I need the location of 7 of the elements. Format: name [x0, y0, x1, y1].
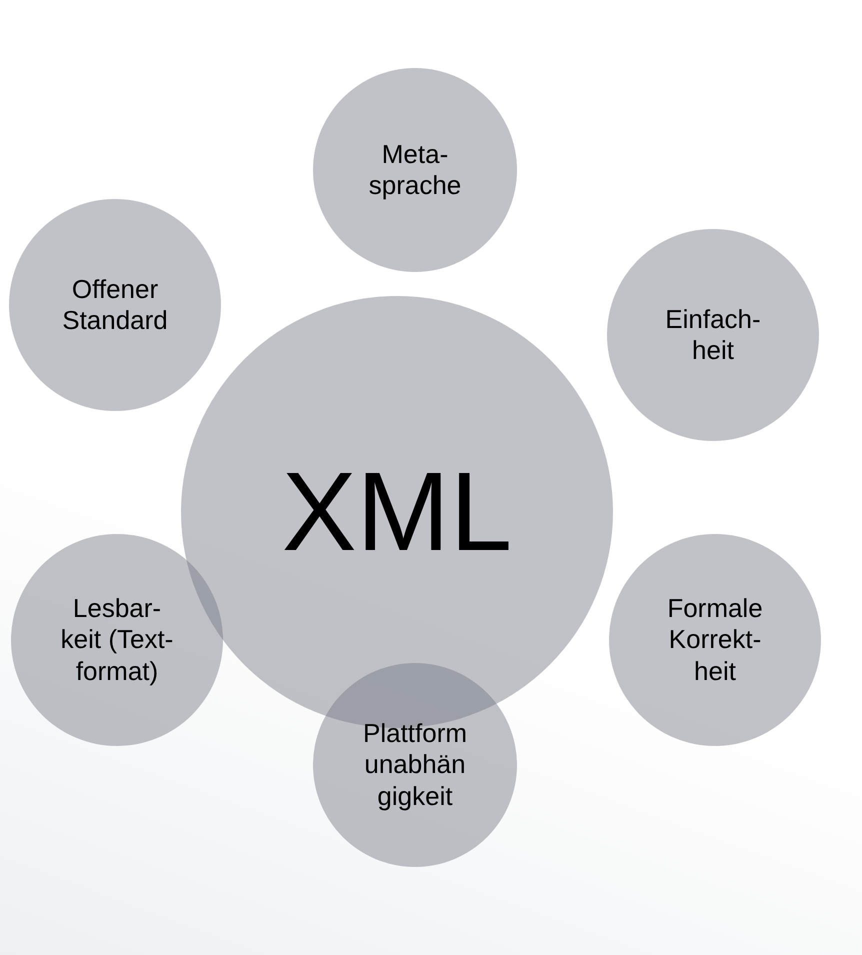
concept-label: Meta- sprache [368, 138, 462, 202]
concept-label: Einfach- heit [664, 304, 762, 366]
concept-label: Plattform unabhän gigkeit [362, 718, 468, 812]
concept-label: Lesbar- keit (Text- format) [60, 593, 174, 687]
concept-label: Formale Korrekt- heit [666, 593, 764, 687]
concept-label: Offener Standard [61, 274, 169, 336]
center-label: XML [282, 456, 512, 568]
